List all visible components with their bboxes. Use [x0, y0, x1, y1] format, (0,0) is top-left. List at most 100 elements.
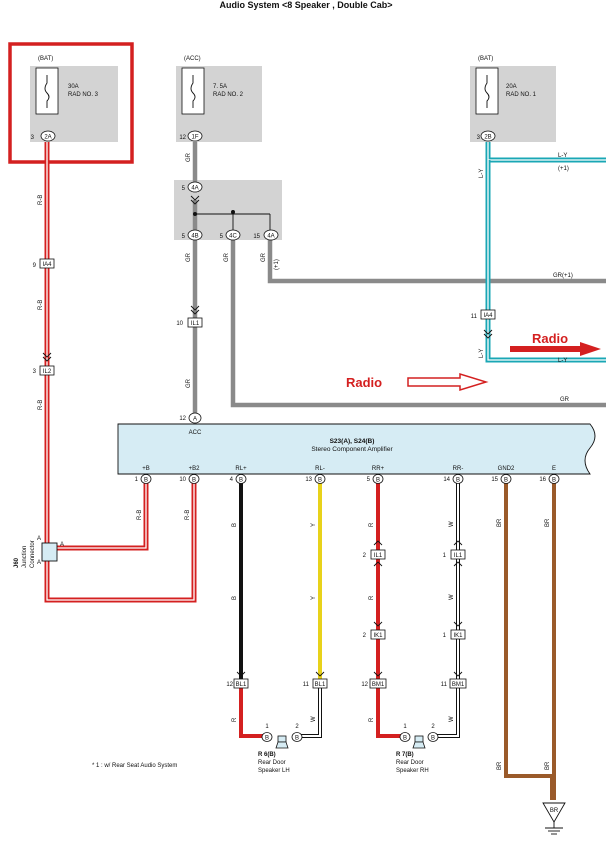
- pin-label: 12: [226, 682, 233, 688]
- terminal-label: ACC: [189, 430, 202, 436]
- fuse-name: RAD NO. 3: [68, 92, 99, 98]
- fuse-rad-no2: (ACC) 7. 5A RAD NO. 2 12 1F: [176, 56, 262, 142]
- speaker-icon: [277, 735, 287, 743]
- chevron-down-icon: [42, 352, 52, 362]
- arrow-left-icon: [510, 342, 601, 356]
- wire-label: R-B: [185, 510, 191, 520]
- connector-label: 4B: [191, 234, 198, 240]
- wire-label: L-Y: [479, 169, 485, 178]
- wire-rb-main: [44, 142, 197, 603]
- fuse-rad-no1: (BAT) 20A RAD NO. 1 3 2B: [470, 56, 556, 142]
- speaker-lh: 1 2 B B R 6(B) Rear Door Speaker LH: [258, 724, 303, 774]
- wire-label: BR: [497, 761, 503, 770]
- pin-label: 1: [443, 553, 447, 559]
- fuse-source-label: (ACC): [184, 56, 201, 62]
- connector-label: B: [376, 478, 380, 484]
- connector-label: B: [431, 736, 435, 742]
- pin-label: 15: [491, 477, 498, 483]
- connector-label: B: [265, 736, 269, 742]
- pin-label: 1: [403, 724, 407, 730]
- terminal-label: E: [552, 466, 556, 472]
- amplifier-name: Stereo Component Amplifier: [311, 446, 393, 453]
- chevron-down-icon: [190, 195, 200, 205]
- pin-label: 5: [182, 234, 186, 240]
- terminal-label: RR-: [453, 466, 464, 472]
- terminal-label: GND2: [498, 466, 515, 472]
- chevron-up-icon: [373, 561, 383, 567]
- wire-label: B: [232, 596, 238, 600]
- pin-label: 1: [265, 724, 269, 730]
- inline-connectors-left: 9 IA4 3 IL2 10 IL1 11 IA4 12 A: [33, 258, 496, 424]
- pin-label: 12: [361, 682, 368, 688]
- terminal-label: RL+: [235, 466, 247, 472]
- chevron-down-icon: [315, 671, 325, 677]
- terminal-circle: [500, 474, 512, 484]
- pin-label: 11: [471, 314, 478, 320]
- diagram-title: Audio System <8 Speaker , Double Cab>: [219, 0, 392, 10]
- fuse-pin: 12: [179, 135, 186, 141]
- pin-label: 1: [135, 477, 139, 483]
- speaker-name: Speaker LH: [258, 768, 290, 774]
- fuse-rating: 7. 5A: [213, 84, 227, 90]
- wire-label: GR: [261, 252, 267, 262]
- pin-label: 14: [443, 477, 450, 483]
- radio-label: Radio: [532, 331, 568, 346]
- pin-label: 10: [179, 477, 186, 483]
- chevron-down-icon: [453, 621, 463, 627]
- connector-label: B: [456, 478, 460, 484]
- wire-ly: [485, 142, 606, 363]
- fuse-rating: 30A: [68, 84, 79, 90]
- pin-label: 2: [295, 724, 299, 730]
- fuse-connector: 2B: [484, 135, 491, 141]
- pin-label: 2: [363, 553, 367, 559]
- wire-label: L-Y: [479, 349, 485, 358]
- wire-label: BR: [497, 518, 503, 527]
- chevron-up-icon: [373, 540, 383, 546]
- fuse-icon: [190, 75, 196, 108]
- terminal-circle: [452, 474, 464, 484]
- ground-icon: [542, 802, 566, 823]
- connector-label: IA4: [42, 262, 52, 268]
- chevron-up-icon: [453, 540, 463, 546]
- wire-label: GR: [186, 378, 192, 388]
- terminal-circle: [235, 474, 247, 484]
- terminal-label: RR+: [372, 466, 385, 472]
- connector-label: IK1: [373, 633, 383, 639]
- chevron-down-icon: [483, 329, 493, 339]
- ground-symbol: BR: [542, 802, 566, 835]
- connector-label: IK1: [453, 633, 463, 639]
- speaker-inline-connectors: 2 IL1 2 IK1 1 IL1 1 IK1 12 BL1 11 BL1 12…: [226, 540, 467, 689]
- junction-connector-j60: A A A J60 Junction Connector: [14, 536, 64, 568]
- junction-block-connectors: 5 4A 5 4B 5 4C 15 4A: [182, 181, 279, 241]
- wire-label: L-Y: [558, 153, 567, 159]
- wire-label: GR: [560, 397, 570, 403]
- connector-label: IA4: [483, 313, 493, 319]
- connector-label: A: [193, 417, 197, 423]
- pin-label: 5: [182, 186, 186, 192]
- connector-label: BM1: [372, 682, 385, 688]
- terminal-circle: [372, 474, 384, 484]
- ground-label: BR: [550, 808, 559, 814]
- terminal-label: RL-: [315, 466, 325, 472]
- pin-label: 13: [305, 477, 312, 483]
- connector-label: B: [403, 736, 407, 742]
- pin-label: 16: [539, 477, 546, 483]
- connector-name: Connector: [30, 540, 36, 568]
- terminal-label: +B: [142, 466, 150, 472]
- fuse-connector: 1F: [191, 135, 198, 141]
- connector-label: 4A: [191, 186, 198, 192]
- chevron-down-icon: [453, 671, 463, 677]
- pin-label: 11: [303, 682, 310, 688]
- fuse-icon: [44, 75, 50, 108]
- connector-label: IL1: [191, 321, 200, 327]
- pin-label: 12: [179, 416, 186, 422]
- wire-label: W: [449, 594, 455, 600]
- wire-label: (+1): [274, 259, 280, 270]
- fuse-icon: [484, 75, 490, 108]
- chevron-up-icon: [453, 561, 463, 567]
- wire-label: R: [369, 522, 375, 527]
